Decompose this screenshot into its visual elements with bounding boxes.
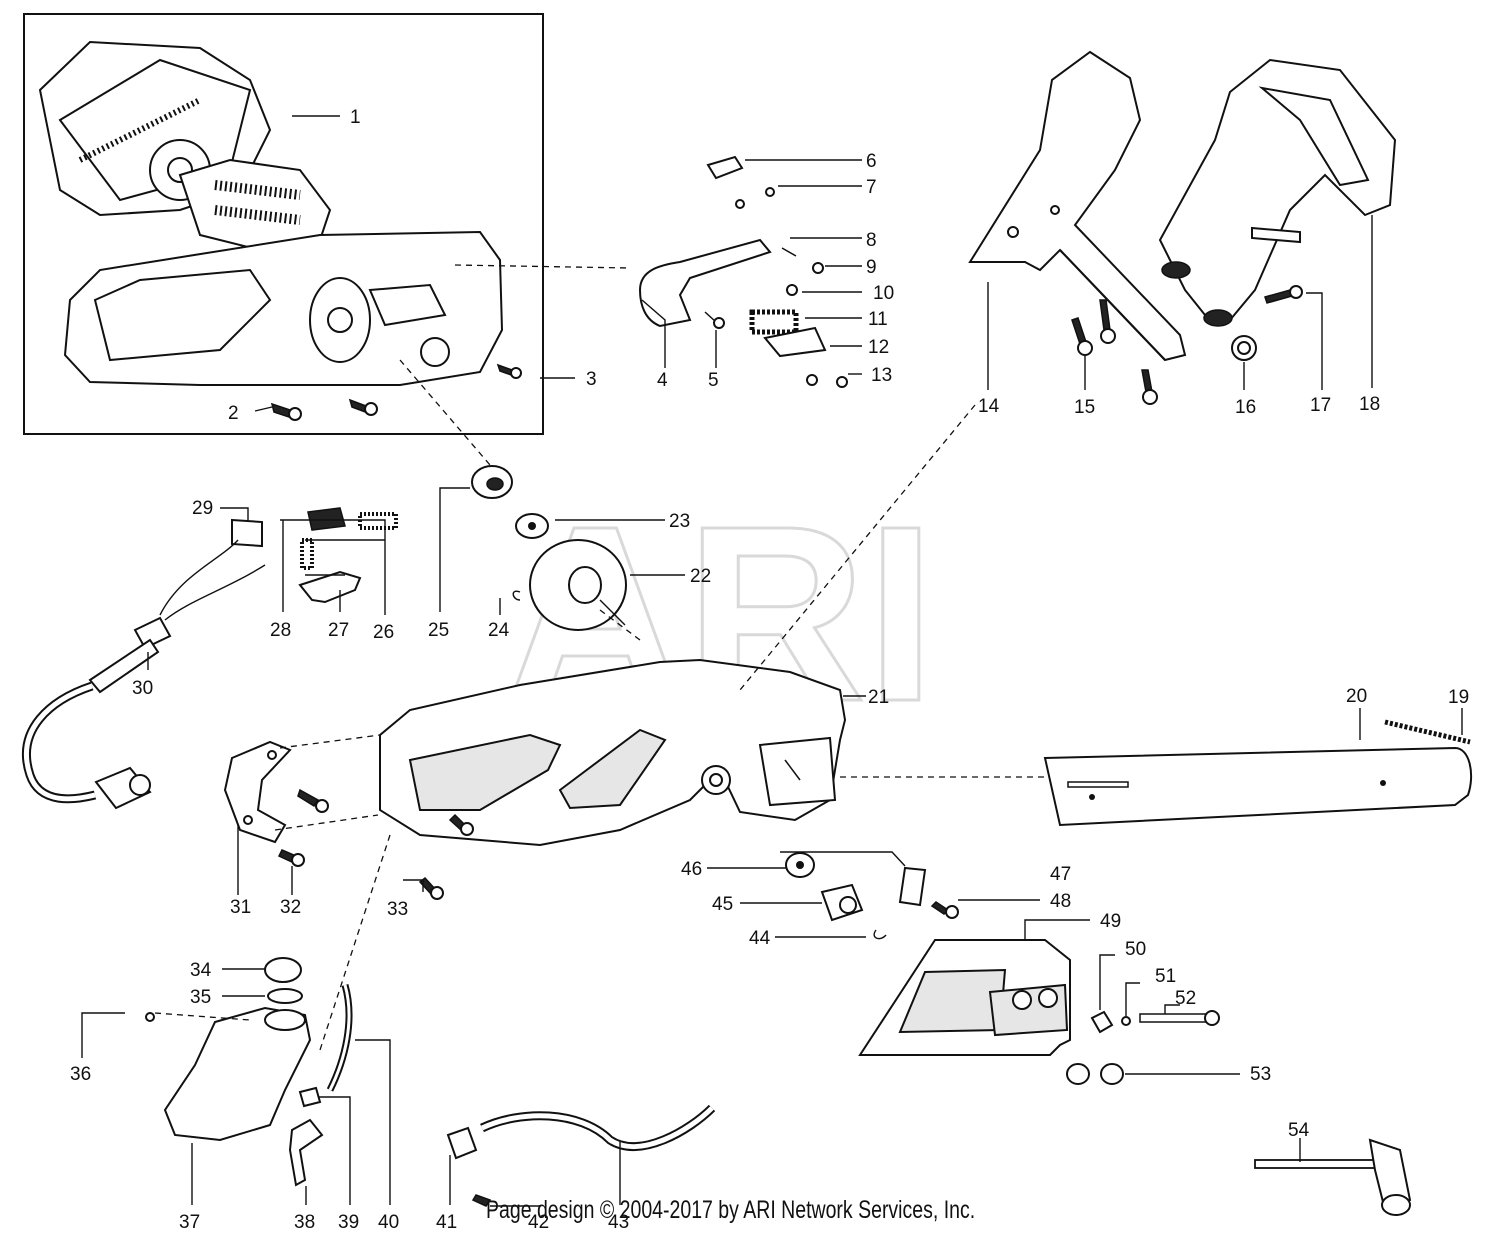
callout-46: 46: [681, 859, 702, 880]
callout-13: 13: [871, 365, 892, 386]
callout-45: 45: [712, 894, 733, 915]
housing-half: [63, 230, 504, 386]
callout-36: 36: [70, 1064, 91, 1085]
callout-8: 8: [866, 230, 877, 251]
callout-22: 22: [690, 566, 711, 587]
callout-19: 19: [1448, 687, 1469, 708]
guide-bar: [1043, 746, 1473, 827]
callout-20: 20: [1346, 686, 1367, 707]
callout-42: 42: [528, 1212, 549, 1233]
assembly-lines: [154, 264, 1045, 1051]
copyright-footer: Page design © 2004-2017 by ARI Network S…: [486, 1196, 976, 1224]
callout-7: 7: [866, 177, 877, 198]
callout-25: 25: [428, 620, 449, 641]
scrench-tool: [1254, 1138, 1412, 1216]
callout-43: 43: [608, 1212, 629, 1233]
callout-21: 21: [868, 687, 889, 708]
callout-26: 26: [373, 622, 394, 643]
callout-3: 3: [586, 369, 597, 390]
callout-34: 34: [190, 960, 212, 981]
housing-screws: [270, 363, 522, 421]
callout-16: 16: [1235, 397, 1256, 418]
callout-39: 39: [338, 1212, 359, 1233]
callout-24: 24: [488, 620, 510, 641]
switch-lever-4: [638, 238, 772, 328]
switch-parts: [638, 155, 848, 388]
callout-49: 49: [1100, 911, 1121, 932]
callout-2: 2: [228, 403, 239, 424]
callout-5: 5: [708, 370, 719, 391]
bar-clamp-parts: [785, 852, 959, 940]
callout-50: 50: [1125, 939, 1146, 960]
switch-6: [706, 155, 744, 180]
plate-12: [763, 326, 827, 358]
callout-27: 27: [328, 620, 349, 641]
callout-32: 32: [280, 897, 301, 918]
rear-handle-hardware: [1231, 285, 1303, 361]
callout-35: 35: [190, 987, 211, 1008]
brush-parts: [298, 507, 398, 604]
callout-31: 31: [230, 897, 251, 918]
callout-40: 40: [378, 1212, 399, 1233]
callout-41: 41: [436, 1212, 457, 1233]
callout-53: 53: [1250, 1064, 1271, 1085]
callout-48: 48: [1050, 891, 1071, 912]
callout-29: 29: [192, 498, 213, 519]
callout-10: 10: [873, 283, 894, 304]
callout-54: 54: [1288, 1120, 1310, 1141]
callout-12: 12: [868, 337, 889, 358]
callout-17: 17: [1310, 395, 1331, 416]
callout-15: 15: [1074, 397, 1095, 418]
callout-6: 6: [866, 151, 877, 172]
sprocket-cover: [858, 939, 1071, 1056]
callout-14: 14: [978, 396, 1000, 417]
callout-leaders: [81, 115, 1463, 1207]
callout-44: 44: [749, 928, 771, 949]
callout-1: 1: [350, 107, 361, 128]
callout-9: 9: [866, 257, 877, 278]
front-handle: [968, 50, 1187, 362]
motor-housing-group: [23, 13, 544, 435]
callout-33: 33: [387, 899, 408, 920]
cover-hardware: [1066, 1010, 1220, 1085]
callout-11: 11: [868, 309, 888, 330]
saw-chain: [1384, 719, 1471, 745]
hand-guard: [223, 740, 292, 844]
power-cord: [21, 518, 266, 810]
oil-tank-parts: [145, 957, 353, 1187]
oil-hose-parts: [446, 1104, 716, 1207]
callout-28: 28: [270, 620, 291, 641]
handle-screws: [1071, 299, 1158, 405]
callout-23: 23: [669, 511, 690, 532]
callout-37: 37: [179, 1212, 200, 1233]
body-screws: [277, 788, 474, 900]
callout-51: 51: [1155, 966, 1176, 987]
callout-38: 38: [294, 1212, 315, 1233]
callout-labels: 1 2 3 4 5 6 7 8 9 10 11 12 13 14 15 16 1…: [70, 107, 1469, 1233]
callout-4: 4: [657, 370, 668, 391]
callout-30: 30: [132, 678, 153, 699]
motor-armature: [178, 158, 332, 252]
clutch-drum: [471, 465, 627, 631]
callout-52: 52: [1175, 988, 1196, 1009]
spring-11: [749, 309, 799, 335]
rear-handle: [1158, 58, 1397, 327]
switch-29: [231, 518, 263, 548]
chainsaw-body: [379, 658, 847, 847]
callout-47: 47: [1050, 864, 1071, 885]
callout-18: 18: [1359, 394, 1380, 415]
group-frame: [23, 13, 544, 435]
